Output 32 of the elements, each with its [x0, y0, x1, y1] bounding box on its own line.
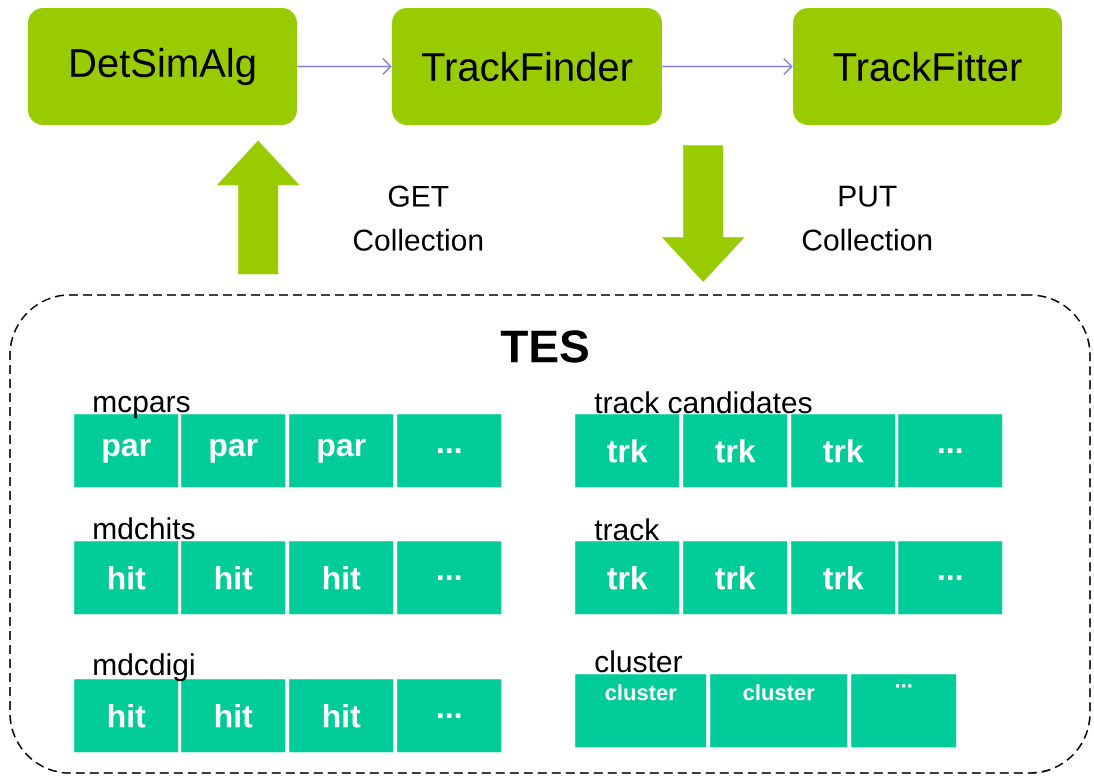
arrow: [296, 57, 392, 76]
data-cell: hit: [181, 541, 286, 615]
data-cell: hit: [289, 679, 394, 753]
collection-name: mdcdigi: [94, 653, 194, 682]
data-cell: ...: [397, 541, 502, 615]
collection-name: cluster: [595, 650, 683, 673]
collection-name: track: [594, 518, 660, 541]
data-cell: ...: [898, 414, 1003, 488]
collection-name: track candidates: [594, 391, 812, 414]
algorithm-box: TrackFitter: [793, 8, 1062, 125]
edge-label: PUT Collection: [802, 185, 932, 251]
data-cell: ...: [397, 679, 502, 753]
data-cell: par: [289, 414, 394, 488]
data-cell: trk: [683, 414, 788, 488]
algorithm-box: DetSimAlg: [28, 8, 297, 125]
data-cell: trk: [791, 541, 896, 615]
algorithm-box: TrackFinder: [392, 8, 662, 125]
data-cell: trk: [683, 541, 788, 615]
data-cell: trk: [575, 541, 680, 615]
edge-label: GET Collection: [353, 185, 483, 251]
data-cell: ...: [898, 541, 1003, 615]
data-cell: cluster: [710, 674, 848, 748]
arrow: [661, 57, 793, 76]
data-cell: hit: [74, 541, 179, 615]
data-cell: trk: [791, 414, 896, 488]
data-cell: par: [181, 414, 286, 488]
data-cell: ...: [851, 674, 957, 748]
data-cell: ...: [397, 414, 502, 488]
data-cell: hit: [289, 541, 394, 615]
collection-name: mdchits: [94, 517, 195, 540]
data-cell: cluster: [575, 674, 707, 748]
data-cell: trk: [575, 414, 680, 488]
